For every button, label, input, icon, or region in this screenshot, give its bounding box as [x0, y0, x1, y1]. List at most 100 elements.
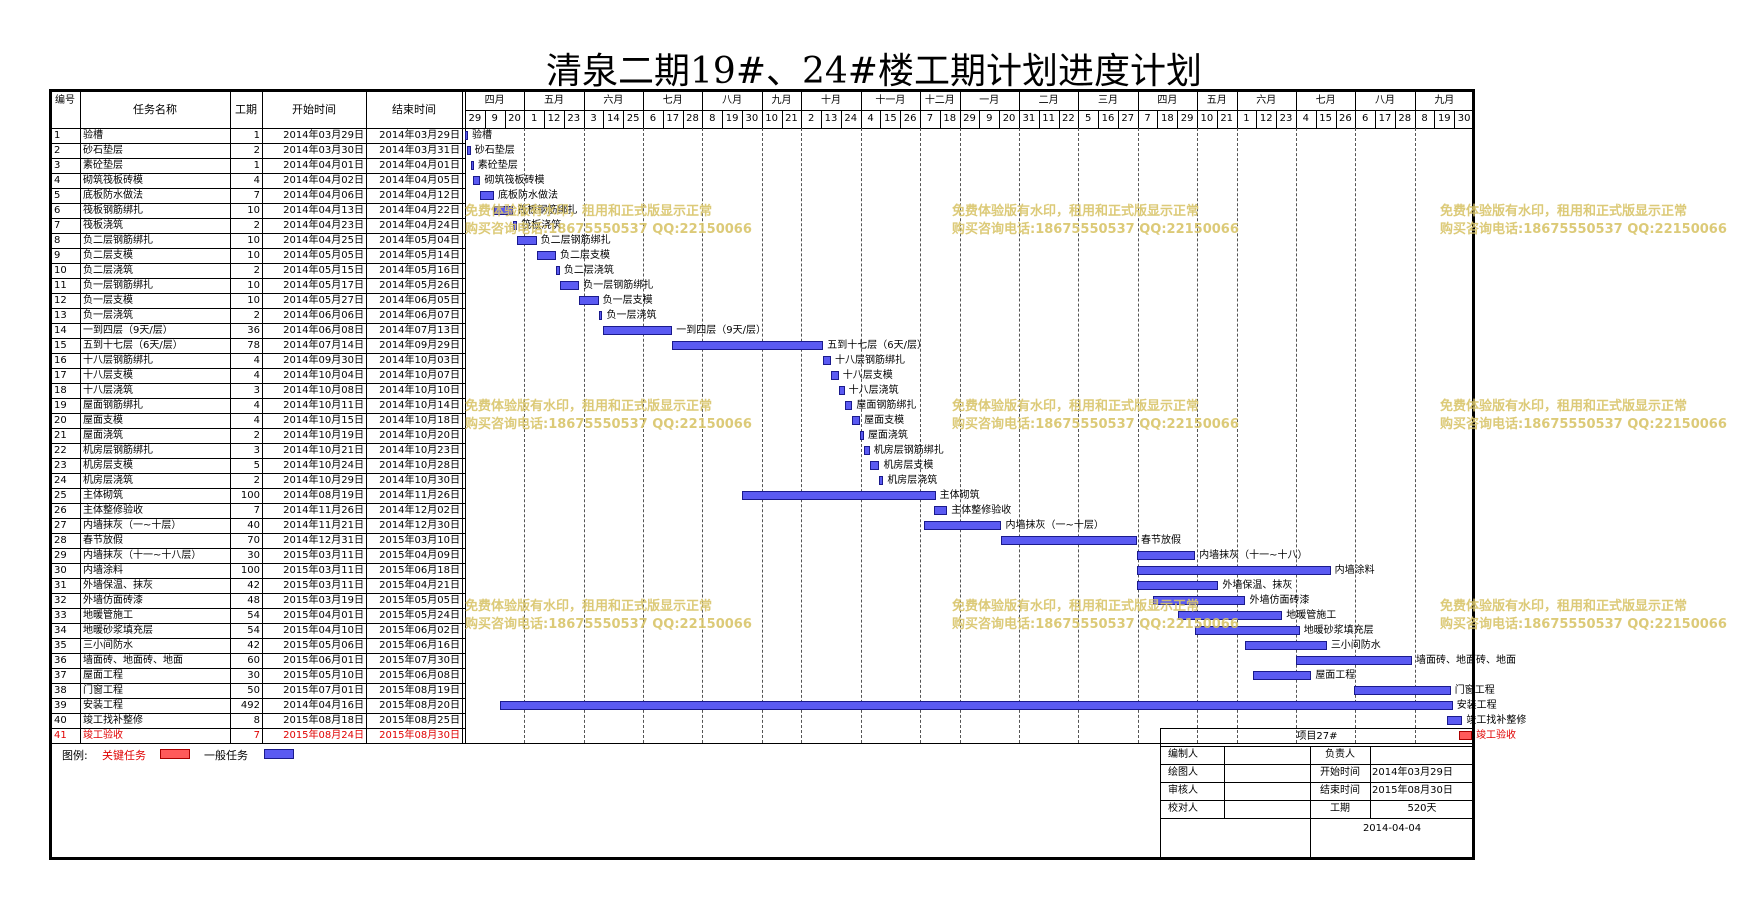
day-label: 23: [567, 113, 581, 124]
gantt-bar[interactable]: [844, 401, 853, 410]
month-divider: [1138, 92, 1139, 110]
gantt-bar[interactable]: [472, 176, 481, 185]
info-drawer-label: 绘图人: [1168, 767, 1198, 778]
month-label: 九月: [771, 95, 792, 106]
task-number: 10: [54, 265, 67, 276]
legend-critical-swatch: [160, 749, 190, 759]
gantt-bar[interactable]: [559, 281, 580, 290]
task-number: 40: [54, 715, 67, 726]
task-name: 一到四层（9天/层）: [83, 325, 173, 336]
gantt-bar[interactable]: [1137, 581, 1219, 590]
column-header-end: 结束时间: [392, 103, 436, 116]
row-line: [50, 158, 465, 159]
gantt-bar[interactable]: [579, 296, 599, 305]
gantt-bar[interactable]: [741, 491, 936, 500]
task-start: 2015年05月06日: [283, 640, 364, 651]
gantt-bar[interactable]: [556, 266, 560, 275]
gantt-bar[interactable]: [1177, 611, 1283, 620]
day-divider: [1039, 110, 1040, 128]
gantt-bar[interactable]: [1001, 536, 1138, 545]
task-start: 2015年03月11日: [283, 565, 364, 576]
gantt-bar[interactable]: [470, 161, 474, 170]
gantt-bar-label: 砂石垫层: [474, 145, 515, 156]
gantt-bar[interactable]: [598, 311, 603, 320]
gantt-bar[interactable]: [923, 521, 1002, 530]
gantt-bar[interactable]: [879, 476, 884, 485]
task-end: 2015年08月20日: [379, 700, 460, 711]
day-label: 18: [943, 113, 957, 124]
gantt-bar[interactable]: [466, 146, 471, 155]
gantt-bar-label: 负一层支模: [602, 295, 653, 306]
task-end: 2014年10月23日: [379, 445, 460, 456]
gantt-bar-label: 门窗工程: [1454, 685, 1495, 696]
gantt-bar[interactable]: [672, 341, 824, 350]
task-number: 21: [54, 430, 67, 441]
row-line: [50, 338, 465, 339]
task-duration: 2: [253, 145, 260, 156]
gantt-bar-label: 内墙抹灰（一~十层）: [1005, 520, 1104, 531]
gantt-bar[interactable]: [831, 371, 839, 380]
task-end: 2015年08月25日: [379, 715, 460, 726]
task-start: 2014年04月06日: [283, 190, 364, 201]
gantt-bar[interactable]: [860, 431, 864, 440]
gantt-bar-label: 内墙涂料: [1334, 565, 1375, 576]
gantt-bar[interactable]: [499, 701, 1453, 710]
task-number: 39: [54, 700, 67, 711]
gantt-bar[interactable]: [838, 386, 845, 395]
month-label: 十月: [821, 95, 841, 106]
gantt-bar[interactable]: [869, 461, 880, 470]
gantt-bar-label: 竣工验收: [1476, 730, 1517, 741]
gantt-bar[interactable]: [602, 326, 673, 335]
day-divider: [702, 110, 703, 128]
gantt-bar[interactable]: [933, 506, 948, 515]
month-gridline: [1138, 128, 1139, 743]
gantt-bar[interactable]: [1245, 641, 1327, 650]
month-gridline: [920, 128, 921, 743]
gantt-bar[interactable]: [480, 191, 495, 200]
gantt-bar[interactable]: [1353, 686, 1451, 695]
task-duration: 10: [247, 280, 260, 291]
task-number: 6: [54, 205, 61, 216]
gantt-bar[interactable]: [1152, 596, 1246, 605]
gantt-bar-label: 屋面工程: [1315, 670, 1356, 681]
gantt-bar[interactable]: [494, 206, 514, 215]
gantt-bar[interactable]: [465, 131, 468, 140]
gantt-bar[interactable]: [1253, 671, 1312, 680]
gantt-bar-label: 地暖砂浆填充层: [1303, 625, 1374, 636]
gantt-bar[interactable]: [513, 221, 518, 230]
gantt-bar[interactable]: [852, 416, 861, 425]
gantt-bar[interactable]: [1137, 566, 1331, 575]
gantt-bar[interactable]: [863, 446, 870, 455]
gantt-bar[interactable]: [823, 356, 832, 365]
task-duration: 3: [253, 385, 260, 396]
month-label: 六月: [603, 95, 624, 106]
gantt-bar-label: 机房层支模: [883, 460, 934, 471]
watermark-text: 免费体验版有水印，租用和正式版显示正常: [1440, 204, 1688, 219]
task-number: 9: [54, 250, 61, 261]
task-number: 12: [54, 295, 67, 306]
info-row-line: [1160, 746, 1474, 747]
gantt-bar[interactable]: [1295, 656, 1412, 665]
task-name: 负一层钢筋绑扎: [83, 280, 153, 291]
day-label: 14: [607, 113, 620, 124]
row-line: [50, 413, 465, 414]
task-number: 27: [54, 520, 67, 531]
gantt-bar[interactable]: [536, 251, 557, 260]
legend-normal-label: 一般任务: [204, 749, 248, 762]
task-start: 2014年04月25日: [283, 235, 364, 246]
month-divider: [1415, 92, 1416, 110]
task-number: 16: [54, 355, 67, 366]
gantt-bar[interactable]: [517, 236, 537, 245]
task-name: 机房层支模: [83, 460, 133, 471]
task-name: 负一层支模: [83, 295, 133, 306]
task-duration: 100: [240, 565, 260, 576]
gantt-bar[interactable]: [1458, 731, 1473, 740]
gantt-bar[interactable]: [1446, 716, 1463, 725]
day-divider: [999, 110, 1000, 128]
day-divider: [742, 110, 743, 128]
task-number: 34: [54, 625, 67, 636]
gantt-bar[interactable]: [1195, 626, 1300, 635]
task-name: 砂石垫层: [83, 145, 123, 156]
gantt-bar[interactable]: [1137, 551, 1196, 560]
gantt-bar-label: 屋面浇筑: [867, 430, 908, 441]
